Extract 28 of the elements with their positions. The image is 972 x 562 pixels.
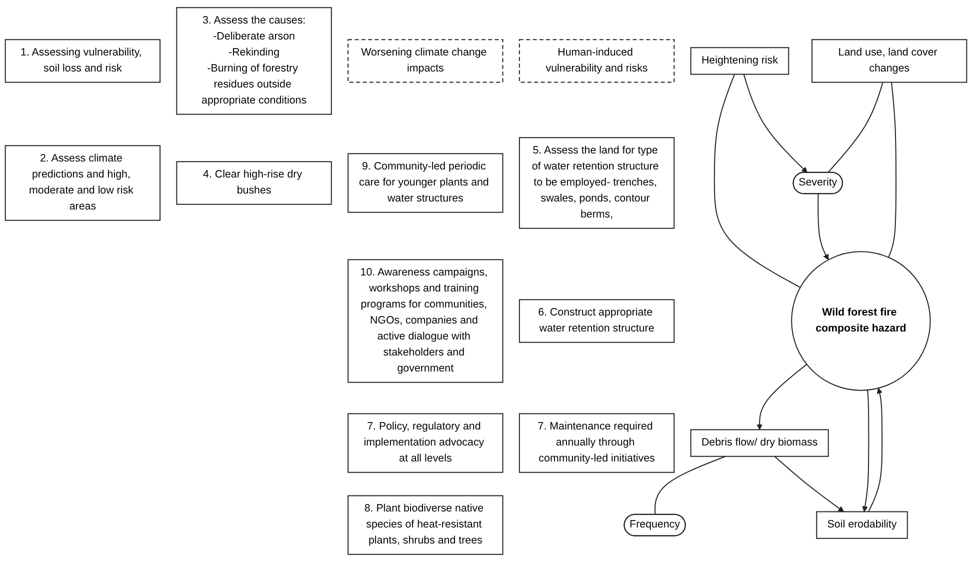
connector: [888, 82, 896, 258]
arrow: [868, 388, 883, 512]
node-box: 5. Assess the land for type of water retention structure to be employed- trenches, swales, ponds, contour berms,: [518, 137, 675, 229]
node-box: 8. Plant biodiverse native species of heat-resistant plants, shrubs and trees: [348, 495, 504, 555]
node-circle: Wild forest fire composite hazard: [791, 251, 931, 391]
node-box: Heightening risk: [690, 47, 790, 75]
node-box: Land use, land cover changes: [811, 39, 968, 83]
node-box: 10. Awareness campaigns, workshops and training programs for communities, NGOs, companies and active dialogue with stakeholders and government: [348, 259, 504, 383]
arrow: [743, 74, 808, 173]
node-box: Soil erodability: [816, 511, 908, 539]
node-box: 4. Clear high-rise dry bushes: [176, 161, 332, 205]
arrow: [774, 456, 844, 512]
node-box: 1. Assessing vulnerability, soil loss and risk: [4, 39, 161, 83]
node-box: Worsening climate change impacts: [348, 39, 504, 83]
node-box: 6. Construct appropriate water retention structure: [518, 299, 675, 343]
node-box: 3. Assess the causes: -Deliberate arson -Rekinding -Burning of forestry residues outside appropriate conditions: [176, 7, 332, 115]
node-box: 2. Assess climate predictions and high, moderate and low risk areas: [4, 145, 161, 221]
arrow: [862, 390, 870, 512]
node-box: 7. Policy, regulatory and implementation advocacy at all levels: [348, 413, 504, 473]
connector: [714, 74, 801, 288]
node-box: Debris flow/ dry biomass: [690, 429, 829, 457]
connector: [827, 82, 884, 174]
connector: [654, 456, 726, 516]
arrow: [756, 364, 808, 430]
node-box: Human-induced vulnerability and risks: [518, 39, 675, 83]
node-box: 9. Community-led periodic care for younger plants and water structures: [348, 153, 504, 213]
node-box: 7. Maintenance required annually through community-led initiatives: [518, 413, 675, 473]
arrow: [818, 193, 829, 260]
